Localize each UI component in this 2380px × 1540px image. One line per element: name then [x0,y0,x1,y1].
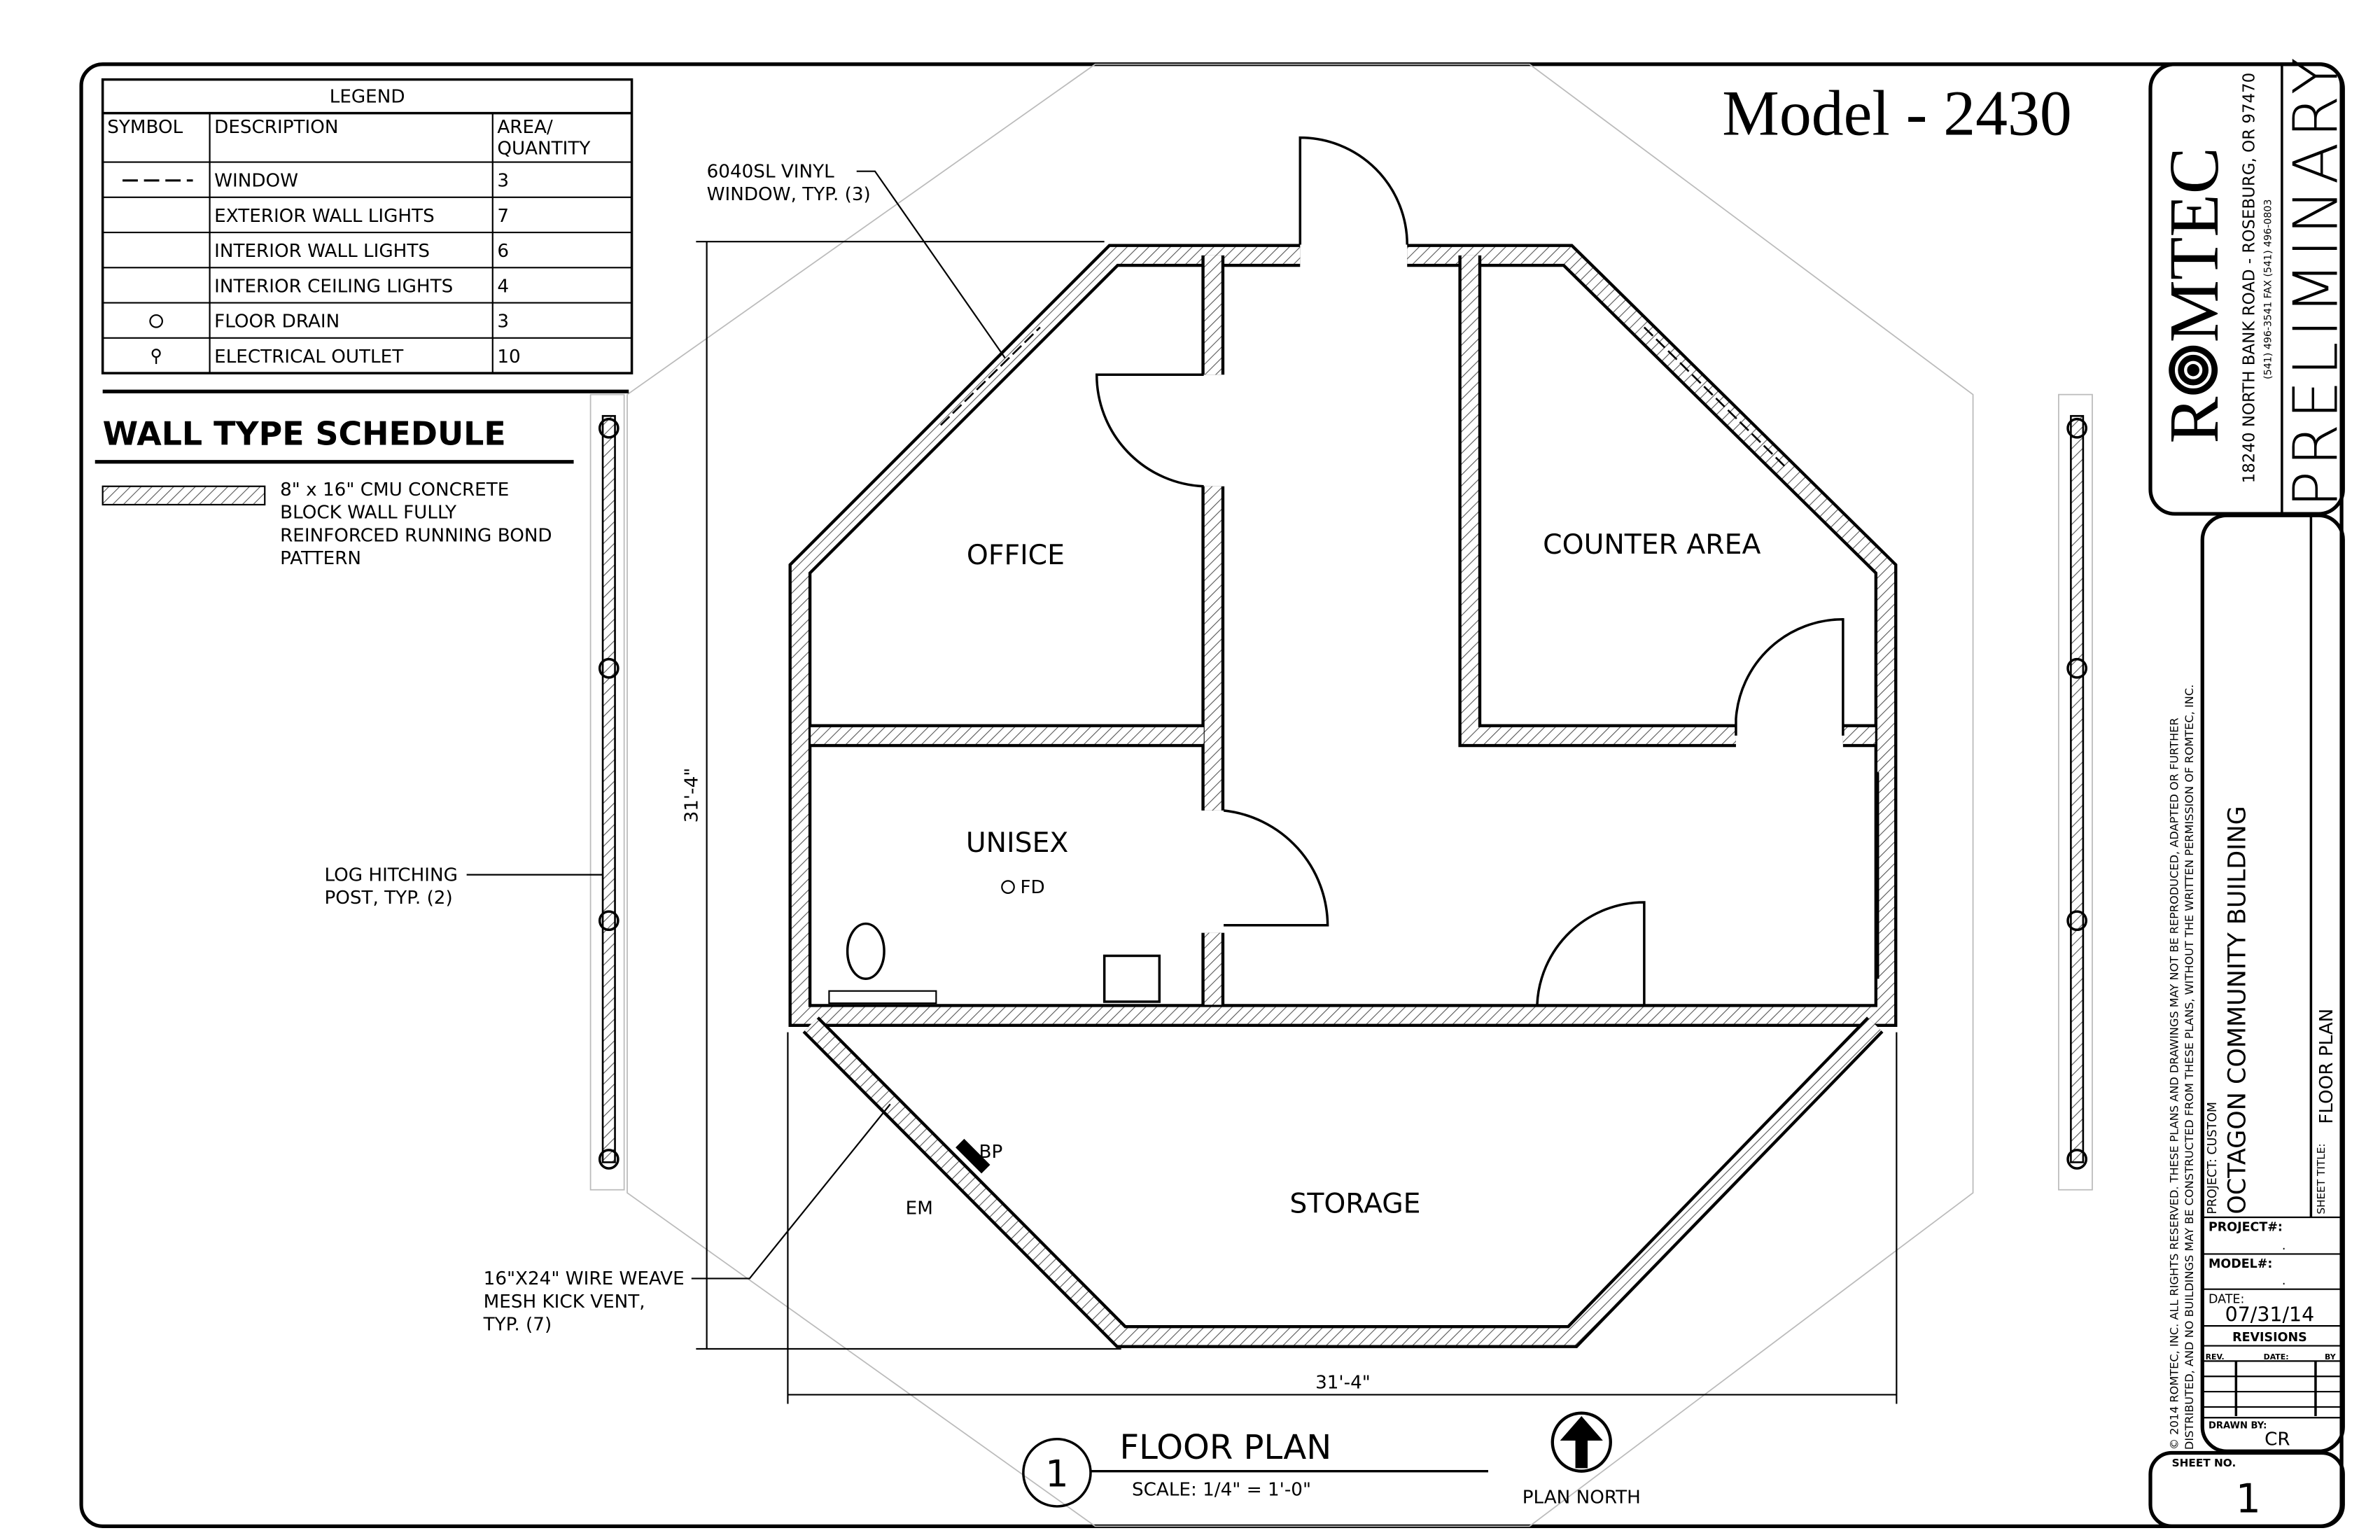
legend-row-qty: 3 [497,312,509,332]
copyright-line: © 2014 ROMTEC, INC. ALL RIGHTS RESERVED.… [2167,718,2180,1450]
window-note: 6040SL VINYL [707,161,835,182]
em-label: EM [906,1198,933,1219]
sheet-number-label: SHEET NO. [2172,1457,2236,1469]
svg-text:R: R [2155,397,2233,444]
legend-row-desc: WINDOW [214,171,298,192]
floor-drain-icon [149,314,163,328]
legend-table: LEGEND SYMBOL DESCRIPTION AREA/ QUANTITY… [101,78,634,393]
vent-note: 16"X24" WIRE WEAVE [484,1268,685,1289]
guide-lines [589,63,2093,1527]
title-block: R MTEC 18240 NORTH BANK ROAD - ROSEBURG,… [2148,52,2352,1528]
drawn-by-label: DRAWN BY: [2208,1421,2267,1432]
preliminary-stamp: PRELIMINARY [2281,52,2352,507]
sheet-title-label: SHEET TITLE: [2315,1143,2328,1214]
legend-header-quantity: QUANTITY [497,139,591,160]
dimension-vertical: 31'-4" [682,241,1121,1350]
rev-date-header: DATE: [2264,1352,2289,1362]
plan-title: FLOOR PLAN [1120,1428,1332,1467]
legend-row-qty: 3 [497,171,509,192]
plan-north-label: PLAN NORTH [1522,1488,1641,1508]
hitching-note: POST, TYP. (2) [324,888,452,909]
model-title: Model - 2430 [1722,77,2071,148]
model-number: . [2282,1274,2286,1288]
rev-header: REV. [2206,1352,2225,1362]
wall-hatch-swatch [102,485,266,506]
doors [1095,136,1844,1005]
vent-note: MESH KICK VENT, [484,1292,645,1312]
romtec-logo: R MTEC [2155,147,2233,443]
wall-schedule-title: WALL TYPE SCHEDULE [103,415,506,453]
sink-icon [1102,954,1161,1003]
building-walls [788,244,1898,1348]
company-address: 18240 NORTH BANK ROAD - ROSEBURG, OR 974… [2241,73,2259,484]
sheet-number: 1 [2236,1476,2261,1522]
revisions-label: REVISIONS [2232,1331,2307,1345]
project-number-label: PROJECT#: [2208,1221,2283,1235]
floor-drain-label: FD [1020,877,1044,898]
room-storage: STORAGE [1289,1188,1420,1219]
model-number-label: MODEL#: [2208,1257,2272,1271]
drawn-by-value: CR [2264,1429,2290,1450]
project-number: . [2282,1239,2286,1253]
legend-row-desc: ELECTRICAL OUTLET [214,346,404,368]
svg-text:MTEC: MTEC [2155,147,2233,342]
toilet-icon [828,922,937,1004]
room-office: OFFICE [967,540,1065,571]
project-name: OCTAGON COMMUNITY BUILDING [2223,806,2251,1214]
wall-schedule-line: PATTERN [280,548,361,569]
plan-number: 1 [1045,1453,1068,1496]
project-label: PROJECT: CUSTOM [2206,1102,2220,1214]
north-arrow-icon [1550,1411,1612,1473]
hitching-note: LOG HITCHING [324,864,457,886]
legend-header-description: DESCRIPTION [214,117,338,138]
electrical-outlet-icon [151,349,161,364]
legend-row-qty: 6 [497,241,509,262]
window-note: WINDOW, TYP. (3) [707,184,871,205]
bp-label: BP [979,1142,1003,1163]
room-counter-area: COUNTER AREA [1543,529,1760,561]
legend-row-qty: 7 [497,206,509,227]
hitching-post-left [598,414,620,1170]
date-value: 07/31/14 [2225,1303,2315,1326]
floor-drain-icon [1001,880,1015,894]
wall-schedule-line: 8" x 16" CMU CONCRETE [280,479,509,500]
legend-row-desc: FLOOR DRAIN [214,312,340,332]
legend-row-qty: 4 [497,276,509,297]
legend-row-qty: 10 [497,346,520,368]
date-label: DATE: [2208,1292,2244,1306]
plan-label: 1 FLOOR PLAN SCALE: 1/4" = 1'-0" PLAN NO… [1022,1411,1641,1508]
hitching-post-right [2066,414,2087,1170]
legend-row-desc: INTERIOR WALL LIGHTS [214,241,430,262]
plan-scale: SCALE: 1/4" = 1'-0" [1132,1480,1311,1501]
width-dimension: 31'-4" [1315,1373,1371,1394]
company-phone: (541) 496-3541 FAX (541) 496-0803 [2263,200,2274,379]
legend-row-desc: INTERIOR CEILING LIGHTS [214,276,453,297]
rev-by-header: BY [2325,1352,2336,1362]
vent-note: TYP. (7) [483,1315,552,1336]
wall-type-schedule: WALL TYPE SCHEDULE 8" x 16" CMU CONCRETE… [94,415,574,569]
breaker-panel [955,1138,990,1174]
wall-schedule-line: BLOCK WALL FULLY [280,503,457,524]
windows [939,326,1879,979]
sheet-title: FLOOR PLAN [2316,1009,2337,1124]
copyright-line: DISTRIBUTED, AND NO BUILDINGS MAY BE CON… [2183,685,2196,1450]
legend-title: LEGEND [330,86,405,107]
height-dimension: 31'-4" [682,768,703,823]
room-unisex: UNISEX [966,827,1069,859]
legend-header-area: AREA/ [497,117,553,138]
wall-schedule-line: REINFORCED RUNNING BOND [280,525,552,546]
legend-header-symbol: SYMBOL [107,117,183,138]
legend-row-desc: EXTERIOR WALL LIGHTS [214,206,435,227]
dimension-horizontal: 31'-4" [787,1032,1898,1404]
